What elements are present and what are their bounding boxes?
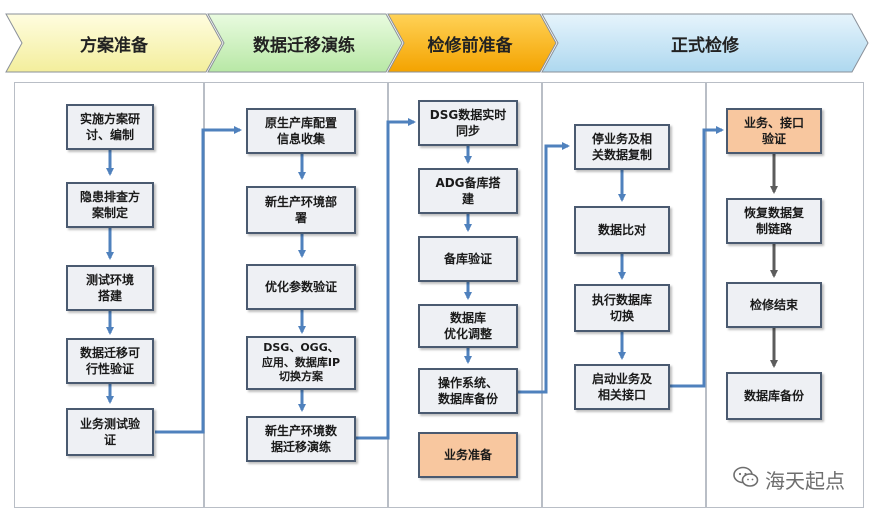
step-db-switchover: 执行数据库 切换 (574, 284, 670, 332)
step-ip-switch-plan: DSG、OGG、 应用、数据库IP 切换方案 (246, 336, 356, 390)
wechat-icon (733, 466, 759, 492)
step-data-compare: 数据比对 (574, 206, 670, 254)
step-stop-business: 停业务及相 关数据复制 (574, 124, 670, 170)
phase-chevron-4 (541, 13, 869, 73)
phase-chevron-1 (5, 13, 223, 73)
phase-label-drill: 数据迁移演练 (253, 35, 355, 56)
step-os-db-backup: 操作系统、 数据库备份 (418, 368, 518, 414)
phase-label-formal: 正式检修 (671, 35, 739, 56)
step-migration-drill: 新生产环境数 据迁移演练 (246, 416, 356, 462)
step-hazard-plan: 隐患排查方 案制定 (66, 182, 154, 228)
phase-label-prep: 方案准备 (80, 35, 148, 56)
phase-label-pre: 检修前准备 (427, 35, 513, 56)
step-business-prep: 业务准备 (418, 432, 518, 478)
step-dsg-sync: DSG数据实时 同步 (418, 100, 518, 146)
step-business-verify: 业务、接口 验证 (726, 108, 822, 154)
watermark-text: 海天起点 (765, 468, 845, 493)
watermark: 海天起点 (733, 462, 863, 496)
step-config-collect: 原生产库配置 信息收集 (246, 108, 356, 154)
phase-chevron-2 (207, 13, 403, 73)
step-new-env-deploy: 新生产环境部 署 (246, 186, 356, 234)
step-maintenance-end: 检修结束 (726, 282, 822, 328)
step-test-env: 测试环境 搭建 (66, 265, 154, 311)
step-start-business: 启动业务及 相关接口 (574, 364, 670, 410)
step-plan-discussion: 实施方案研 讨、编制 (66, 104, 154, 150)
step-param-verify: 优化参数验证 (246, 264, 356, 310)
step-feasibility: 数据迁移可 行性验证 (66, 338, 154, 384)
step-db-tuning: 数据库 优化调整 (418, 304, 518, 348)
phase-chevron-3 (387, 13, 557, 73)
step-business-test: 业务测试验 证 (66, 408, 154, 456)
step-standby-verify: 备库验证 (418, 236, 518, 282)
phase-banner (5, 13, 869, 73)
step-db-backup: 数据库备份 (726, 372, 822, 420)
step-restore-replication: 恢复数据复 制链路 (726, 198, 822, 244)
step-adg-standby: ADG备库搭 建 (418, 168, 518, 214)
